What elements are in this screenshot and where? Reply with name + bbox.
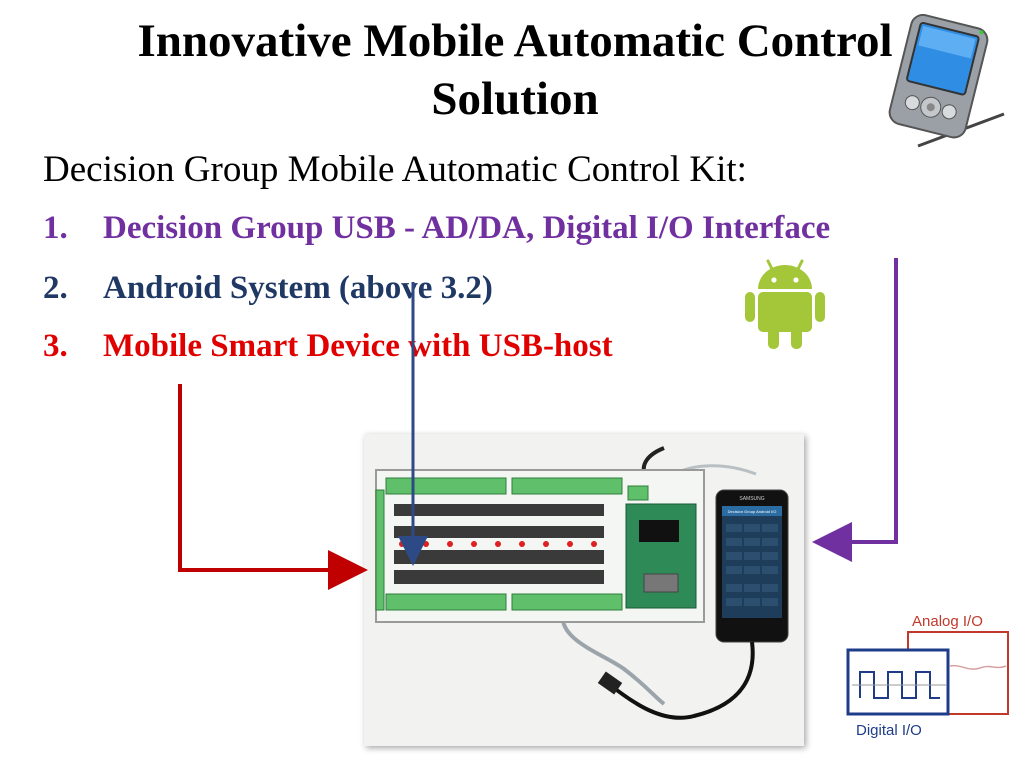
list-number: 1. xyxy=(43,210,68,246)
analog-io-label: Analog I/O xyxy=(912,613,983,630)
phone-brand: SAMSUNG xyxy=(739,496,764,502)
list-number: 2. xyxy=(43,270,68,306)
slide-subtitle: Decision Group Mobile Automatic Control … xyxy=(43,149,747,190)
digital-io-label: Digital I/O xyxy=(856,722,922,739)
list-item-usb-interface: 1. Decision Group USB - AD/DA, Digital I/… xyxy=(43,210,830,247)
list-item-mobile-device: 3. Mobile Smart Device with USB-host xyxy=(43,328,613,365)
red-arrow xyxy=(178,384,368,590)
pda-stylus-icon xyxy=(878,13,1008,154)
android-robot-icon xyxy=(740,255,830,355)
list-text: Decision Group USB - AD/DA, Digital I/O … xyxy=(103,210,831,246)
slide-title: Innovative Mobile Automatic Control Solu… xyxy=(137,15,893,125)
purple-arrow xyxy=(812,258,898,562)
list-text: Mobile Smart Device with USB-host xyxy=(103,328,613,364)
hardware-kit-photo: SAMSUNG Decision Group Android I/O xyxy=(364,434,804,746)
list-number: 3. xyxy=(43,328,68,364)
io-signal-diagram: Analog I/O Digital I/O xyxy=(842,606,1012,746)
list-text: Android System (above 3.2) xyxy=(103,270,493,306)
list-item-android-system: 2. Android System (above 3.2) xyxy=(43,270,493,307)
phone-app-title: Decision Group Android I/O xyxy=(728,509,777,514)
